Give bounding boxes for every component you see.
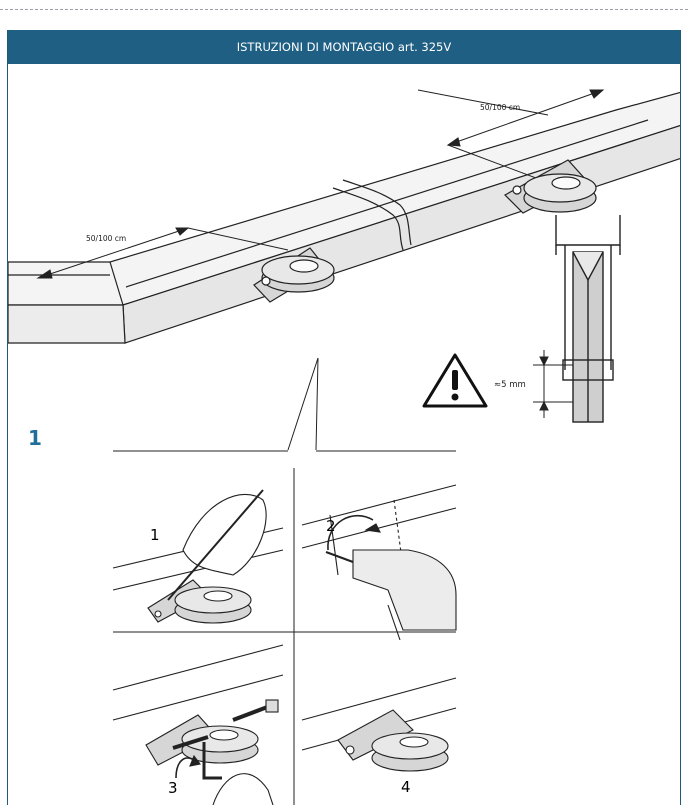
substep-3-screwing bbox=[112, 644, 284, 805]
substep-3-label: 3 bbox=[168, 779, 178, 797]
dimension-left-label: 50/100 cm bbox=[86, 234, 126, 243]
clearance-label: ≈5 mm bbox=[494, 380, 526, 390]
dimension-right-label: 50/100 cm bbox=[480, 103, 520, 112]
substep-2-drilling bbox=[301, 484, 457, 641]
roller-section-detail bbox=[555, 215, 621, 423]
substep-1-label: 1 bbox=[150, 526, 160, 544]
substep-4-label: 4 bbox=[401, 778, 411, 796]
cut-line bbox=[0, 9, 688, 10]
roller-bracket-front bbox=[253, 247, 335, 303]
dimension-left: 50/100 cm bbox=[36, 227, 289, 279]
step-number: 1 bbox=[28, 426, 42, 450]
substep-4-finished bbox=[301, 677, 457, 772]
header-title: ISTRUZIONI DI MONTAGGIO art. 325V bbox=[8, 30, 680, 64]
substep-1-marking bbox=[112, 489, 284, 624]
substep-2-label: 2 bbox=[326, 517, 336, 535]
substep-grid bbox=[113, 468, 456, 805]
warning-icon bbox=[422, 353, 488, 408]
roller-bracket-back bbox=[504, 159, 597, 214]
assembly-illustration: 50/100 cm 50/100 cm bbox=[8, 89, 680, 805]
clearance-dimension: ≈5 mm bbox=[494, 350, 573, 418]
detail-callout-lines bbox=[113, 357, 456, 452]
instruction-panel: ISTRUZIONI DI MONTAGGIO art. 325V 50/100… bbox=[7, 30, 681, 805]
